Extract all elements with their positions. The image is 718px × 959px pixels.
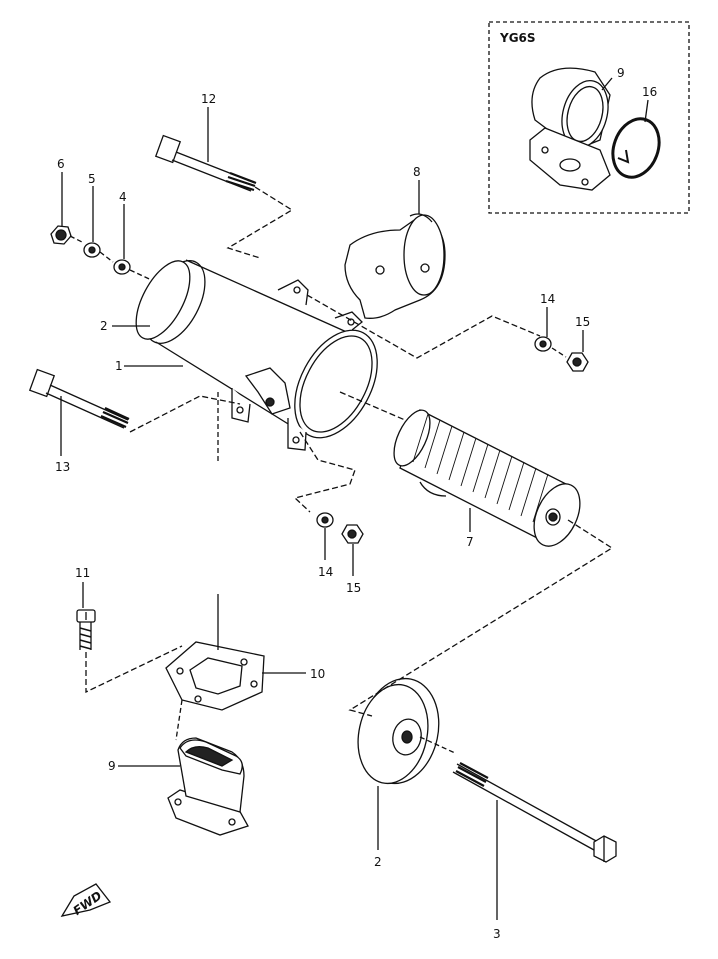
screw-11: [76, 609, 96, 650]
leader-inset-16: [644, 99, 649, 123]
label-2-bottom: 2: [374, 855, 382, 869]
label-8: 8: [413, 165, 421, 179]
label-5: 5: [88, 172, 96, 186]
bolt-13: [28, 368, 130, 429]
label-10: 10: [310, 667, 325, 681]
inset-border: [488, 21, 690, 214]
label-3: 3: [493, 927, 501, 941]
label-4: 4: [119, 190, 127, 204]
dash-path-12: [226, 186, 294, 259]
inset-clamp-ring: [611, 117, 661, 179]
washer-14-right: [534, 336, 552, 352]
dash-path-bottom-bracket: [293, 431, 356, 513]
nut-15-right: [566, 352, 589, 372]
label-9: 9: [108, 759, 116, 773]
label-14-right: 14: [540, 292, 555, 306]
dash-path-cap-to-bolt: [419, 736, 456, 754]
end-cap-2: [357, 677, 440, 785]
nut-15-mid: [341, 524, 364, 544]
fwd-arrow: FWD: [60, 883, 112, 918]
inset-title: YG6S: [499, 31, 536, 45]
label-2-top: 2: [100, 319, 108, 333]
nut-6: [50, 225, 72, 245]
dash-path-top-bracket: [306, 294, 541, 359]
flange-elbow-9: [167, 737, 249, 836]
leader-inset-9: [601, 77, 613, 91]
muffler-body: [135, 259, 378, 451]
bolt-12: [154, 134, 257, 192]
label-13: 13: [55, 460, 70, 474]
label-12: 12: [201, 92, 216, 106]
dash-path-13: [129, 395, 241, 433]
washer-14-mid: [316, 512, 334, 528]
dash-path-11: [85, 645, 183, 694]
dash-path-right-fasteners: [551, 347, 567, 358]
label-15-mid: 15: [346, 581, 361, 595]
dash-path-cap: [348, 519, 614, 717]
yg6s-inset: YG6S 9 16: [488, 21, 690, 214]
label-11: 11: [75, 566, 90, 580]
inset-elbow-part: [529, 67, 611, 191]
bracket-8: [344, 213, 446, 319]
dash-path-to-cartridge: [339, 391, 406, 421]
label-14-mid: 14: [318, 565, 333, 579]
label-6: 6: [57, 157, 65, 171]
washer-5: [83, 242, 101, 258]
inset-label-16: 16: [642, 85, 657, 99]
washer-4: [113, 259, 131, 275]
label-1: 1: [115, 359, 123, 373]
dash-path-gasket-to-flange: [175, 699, 183, 741]
label-15-right: 15: [575, 315, 590, 329]
gasket-10: [165, 641, 265, 711]
filter-cartridge-7: [393, 409, 581, 547]
label-7: 7: [466, 535, 474, 549]
inset-label-9: 9: [617, 66, 625, 80]
long-bolt-3: [452, 762, 617, 863]
dash-fasteners-left: [69, 235, 161, 285]
